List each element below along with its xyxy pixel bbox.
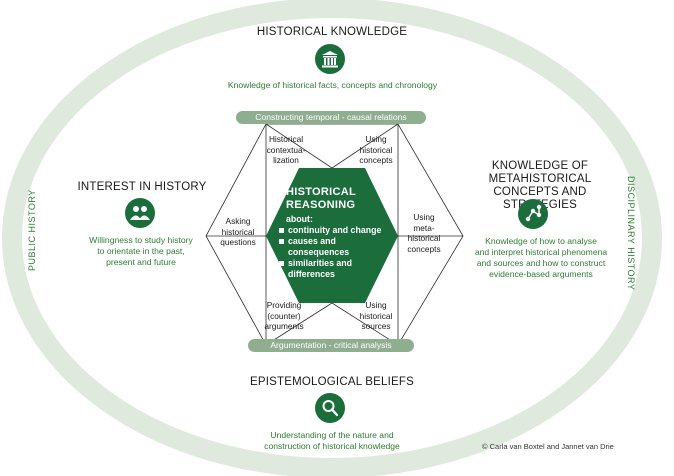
desc-line: to orientate in the past, (97, 246, 185, 256)
segment-metahistorical-concepts: Using meta- historical concepts (398, 212, 450, 254)
segment-counter-arguments: Providing (counter) arguments (252, 300, 316, 332)
desc-line: and sources and how to construct (476, 258, 606, 268)
desc-line: construction of historical knowledge (264, 441, 400, 451)
spoke-top-left (265, 123, 333, 169)
seg-line: Using (365, 134, 387, 144)
bottom-band-label: Argumentation - critical analysis (270, 340, 392, 350)
spoke-bottom-right (331, 302, 399, 346)
center-hexagon (266, 168, 398, 303)
public-history-label: PUBLIC HISTORY (27, 189, 37, 271)
people-icon (125, 198, 155, 228)
seg-line: concepts (359, 155, 393, 165)
seg-line: contextua- (266, 144, 306, 155)
center-about: about: (286, 214, 313, 224)
interest-in-history-description: Willingness to study history to orientat… (66, 235, 216, 268)
heading-line: KNOWLEDGE OF (491, 160, 589, 172)
outer-ring (2, 0, 662, 476)
center-title-line: REASONING (286, 199, 356, 211)
copyright-note: © Carla van Boxtel and Jannet van Drie (482, 442, 614, 451)
epistemological-beliefs-heading: EPISTEMOLOGICAL BELIEFS (250, 376, 414, 388)
topic-causes-cont: consequences (288, 247, 350, 257)
desc-line: Knowledge of how to analyse (485, 236, 597, 246)
seg-line: meta- (413, 222, 435, 233)
epistemological-description: Understanding of the nature and construc… (220, 430, 444, 452)
segment-historical-sources: Using historical sources (346, 300, 406, 332)
heading-line: METAHISTORICAL (488, 173, 592, 185)
building-columns-icon (315, 44, 345, 74)
topic-continuity: continuity and change (278, 225, 388, 236)
seg-line: (counter) (267, 310, 301, 321)
seg-line: historical (221, 226, 255, 237)
topic-similarities-cont: differences (288, 269, 335, 279)
seg-line: Providing (266, 300, 302, 310)
segment-contextualization: Historical contextua- lization (256, 134, 316, 166)
seg-line: historical (359, 144, 393, 155)
desc-line: present and future (106, 257, 176, 267)
seg-line: sources (361, 321, 391, 331)
topic-similarities: similarities and (278, 258, 388, 269)
seg-line: Using (413, 212, 435, 222)
top-band-label: Constructing temporal - causal relations (255, 112, 407, 122)
network-nodes-icon (518, 199, 548, 229)
desc-line: evidence-based arguments (489, 269, 593, 279)
seg-line: lization (273, 155, 299, 165)
seg-line: historical (359, 310, 393, 321)
segment-historical-concepts: Using historical concepts (346, 134, 406, 166)
center-title: HISTORICAL REASONING (286, 186, 386, 212)
magnifier-icon (315, 393, 345, 423)
center-topic-list: continuity and change causes and consequ… (278, 225, 388, 280)
historical-knowledge-heading: HISTORICAL KNOWLEDGE (256, 26, 408, 38)
interest-in-history-heading: INTEREST IN HISTORY (77, 181, 207, 193)
seg-line: arguments (264, 321, 304, 331)
segment-historical-questions: Asking historical questions (210, 216, 266, 248)
desc-line: and interpret historical phenomena (474, 247, 608, 257)
top-band (236, 111, 426, 124)
spoke-bottom-left (265, 302, 333, 346)
spoke-top-right (331, 123, 399, 169)
bottom-band (248, 339, 414, 352)
topic-causes: causes and (278, 236, 388, 247)
desc-line: Understanding of the nature and (270, 430, 394, 440)
desc-line: Willingness to study history (89, 235, 193, 245)
center-title-line: HISTORICAL (286, 186, 357, 198)
seg-line: Using (365, 300, 387, 310)
seg-line: Asking (225, 216, 251, 226)
seg-line: questions (220, 237, 256, 247)
seg-line: historical (407, 233, 441, 243)
seg-line: Historical (268, 134, 304, 144)
historical-knowledge-description: Knowledge of historical facts, concepts … (227, 80, 438, 90)
metahistorical-description: Knowledge of how to analyse and interpre… (448, 236, 634, 280)
seg-line: concepts (407, 243, 441, 254)
